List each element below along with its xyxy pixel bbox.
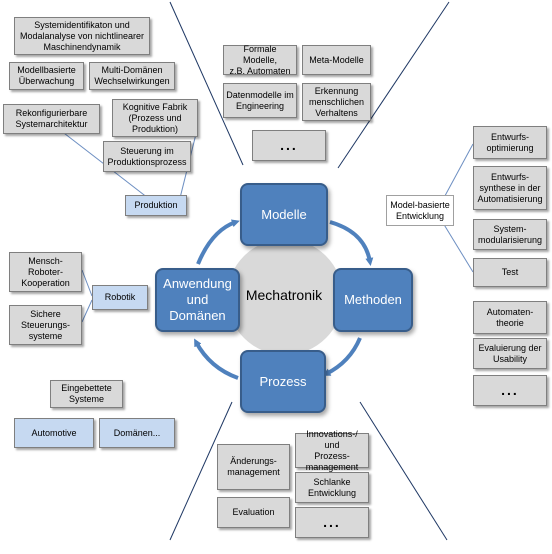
- box-bottom-more: ...: [295, 507, 369, 538]
- box-robotik: Robotik: [92, 285, 148, 310]
- box-entwurfssynthese: Entwurfs- synthese in der Automatisierun…: [473, 166, 547, 210]
- divider-top-right: [337, 1, 450, 169]
- hub-methoden: Methoden: [333, 268, 413, 332]
- box-entwurfsoptimierung: Entwurfs- optimierung: [473, 126, 547, 159]
- hub-modelle: Modelle: [240, 183, 328, 246]
- connector-entwurfsopt-model: [439, 143, 474, 206]
- box-modellbasierte: Modellbasierte Überwachung: [9, 62, 84, 90]
- box-system-modularisierung: System- modularisierung: [473, 219, 547, 250]
- box-innovations: Innovations-/ und Prozess- management: [295, 429, 369, 472]
- box-top-more: ...: [252, 130, 326, 161]
- arrow-anwendung-modelle: [196, 219, 240, 265]
- box-kognitive-fabrik: Kognitive Fabrik (Prozess und Produktion…: [112, 99, 198, 137]
- box-automatentheorie: Automaten- theorie: [473, 301, 547, 334]
- box-domaenen: Domänen...: [99, 418, 175, 448]
- hub-anwendung: Anwendung und Domänen: [155, 268, 240, 332]
- box-produktion: Produktion: [125, 195, 187, 216]
- box-formale-modelle: Formale Modelle, z.B. Automaten: [223, 44, 297, 76]
- center-circle: [227, 239, 343, 355]
- box-model-basierte: Model-basierte Entwicklung: [386, 195, 454, 226]
- box-evaluierung-usability: Evaluierung der Usability: [473, 338, 547, 369]
- box-steuerung: Steuerung im Produktionsprozess: [103, 141, 191, 172]
- divider-bottom-left: [169, 401, 233, 541]
- box-rekonfig: Rekonfigurierbare Systemarchitektur: [3, 104, 100, 134]
- box-sichere-steuerung: Sichere Steuerungs- systeme: [9, 305, 82, 345]
- box-right-more: ...: [473, 375, 547, 406]
- box-multi-domaenen: Multi-Domänen Wechselwirkungen: [89, 62, 175, 90]
- center-label: Mechatronik: [245, 287, 323, 303]
- box-systemident: Systemidentifikaton und Modalanalyse von…: [14, 17, 150, 55]
- box-eingebettete: Eingebettete Systeme: [50, 380, 123, 408]
- arrow-modelle-methoden: [329, 220, 374, 266]
- box-mensch-roboter: Mensch- Roboter- Kooperation: [9, 252, 82, 292]
- connector-mensch-robotik: [81, 269, 93, 297]
- box-aenderungsmanagement: Änderungs- management: [217, 444, 290, 490]
- box-meta-modelle: Meta-Modelle: [302, 45, 371, 75]
- box-test: Test: [473, 258, 547, 287]
- box-datenmodelle: Datenmodelle im Engineering: [223, 83, 297, 118]
- hub-prozess: Prozess: [240, 350, 326, 413]
- box-schlanke-entwicklung: Schlanke Entwicklung: [295, 472, 369, 503]
- arrow-prozess-anwendung: [194, 338, 239, 380]
- divider-bottom-right: [359, 401, 448, 541]
- connector-test-model: [439, 217, 474, 273]
- connector-sichere-robotik: [81, 299, 93, 323]
- box-automotive: Automotive: [14, 418, 94, 448]
- arrow-methoden-prozess: [322, 337, 362, 376]
- box-erkennung: Erkennung menschlichen Verhaltens: [302, 83, 371, 121]
- box-evaluation: Evaluation: [217, 497, 290, 528]
- divider-top-left: [169, 1, 244, 166]
